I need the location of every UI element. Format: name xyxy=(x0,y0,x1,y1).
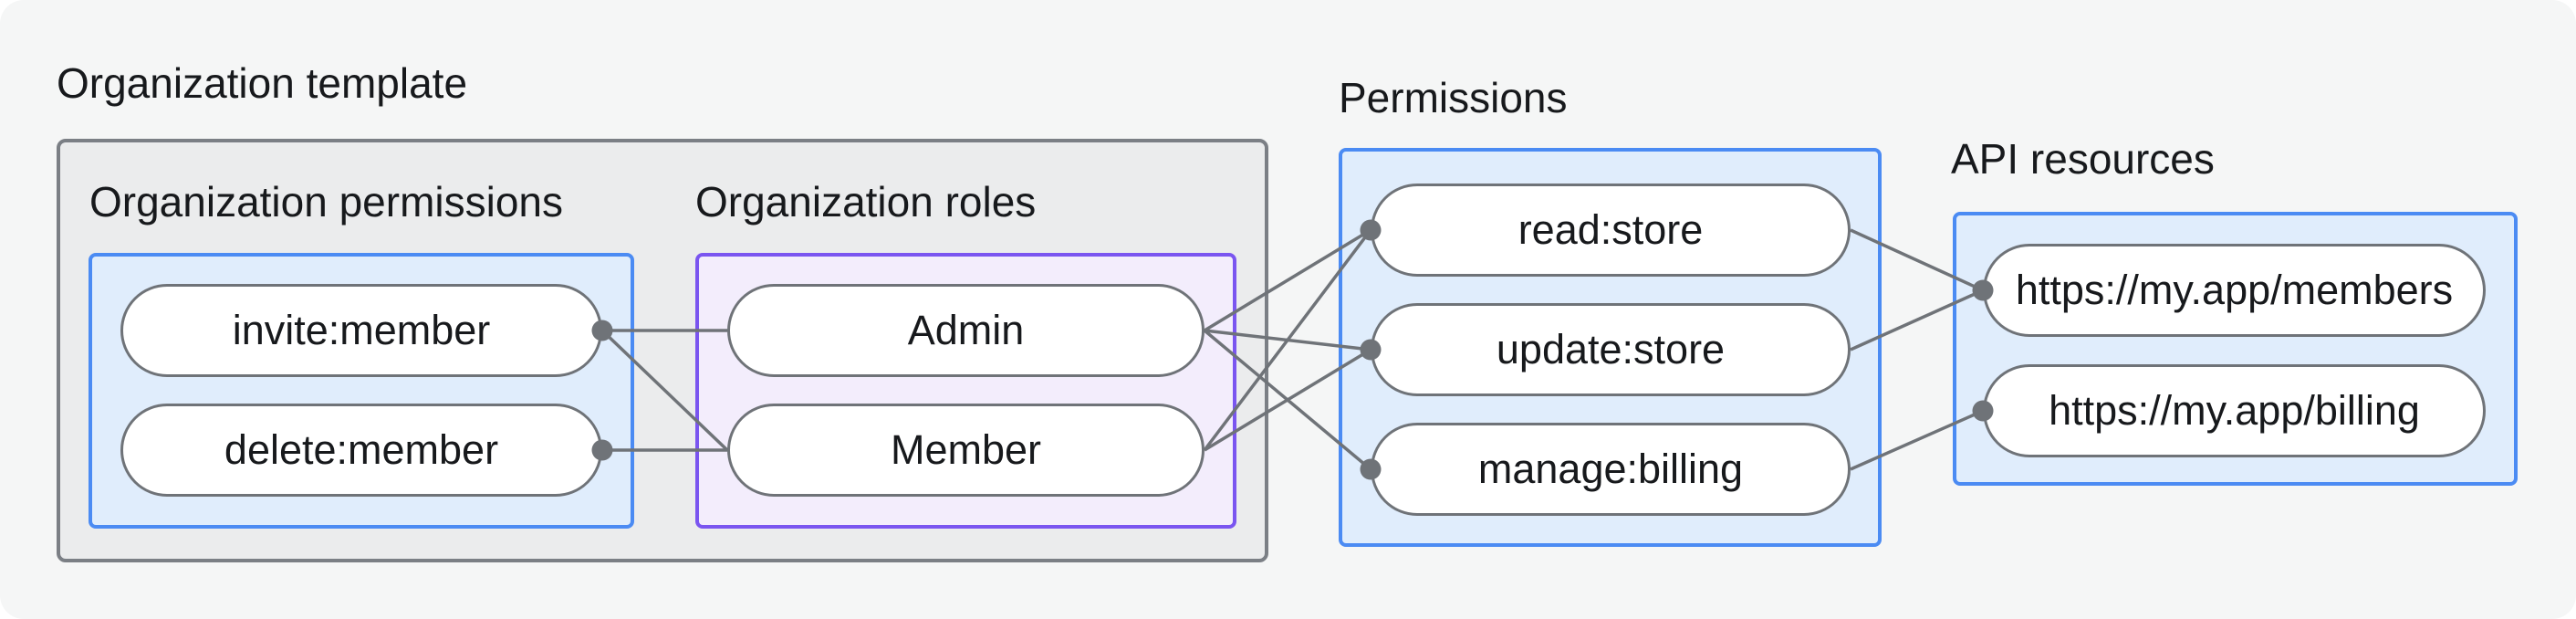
api-resources-label: API resources xyxy=(1951,135,2215,183)
node-read-store: read:store xyxy=(1371,184,1851,277)
permissions-label: Permissions xyxy=(1339,74,1568,121)
org-roles-label: Organization roles xyxy=(695,178,1037,226)
node-invite-member: invite:member xyxy=(120,284,602,377)
org-permissions-label: Organization permissions xyxy=(89,178,564,226)
diagram-title: Organization template xyxy=(57,59,468,107)
node-update-store: update:store xyxy=(1371,303,1851,396)
node-delete-member: delete:member xyxy=(120,404,602,497)
node-api-billing: https://my.app/billing xyxy=(1983,364,2486,457)
node-member: Member xyxy=(727,404,1205,497)
node-manage-billing: manage:billing xyxy=(1371,423,1851,516)
node-admin: Admin xyxy=(727,284,1205,377)
node-api-members: https://my.app/members xyxy=(1983,244,2486,337)
